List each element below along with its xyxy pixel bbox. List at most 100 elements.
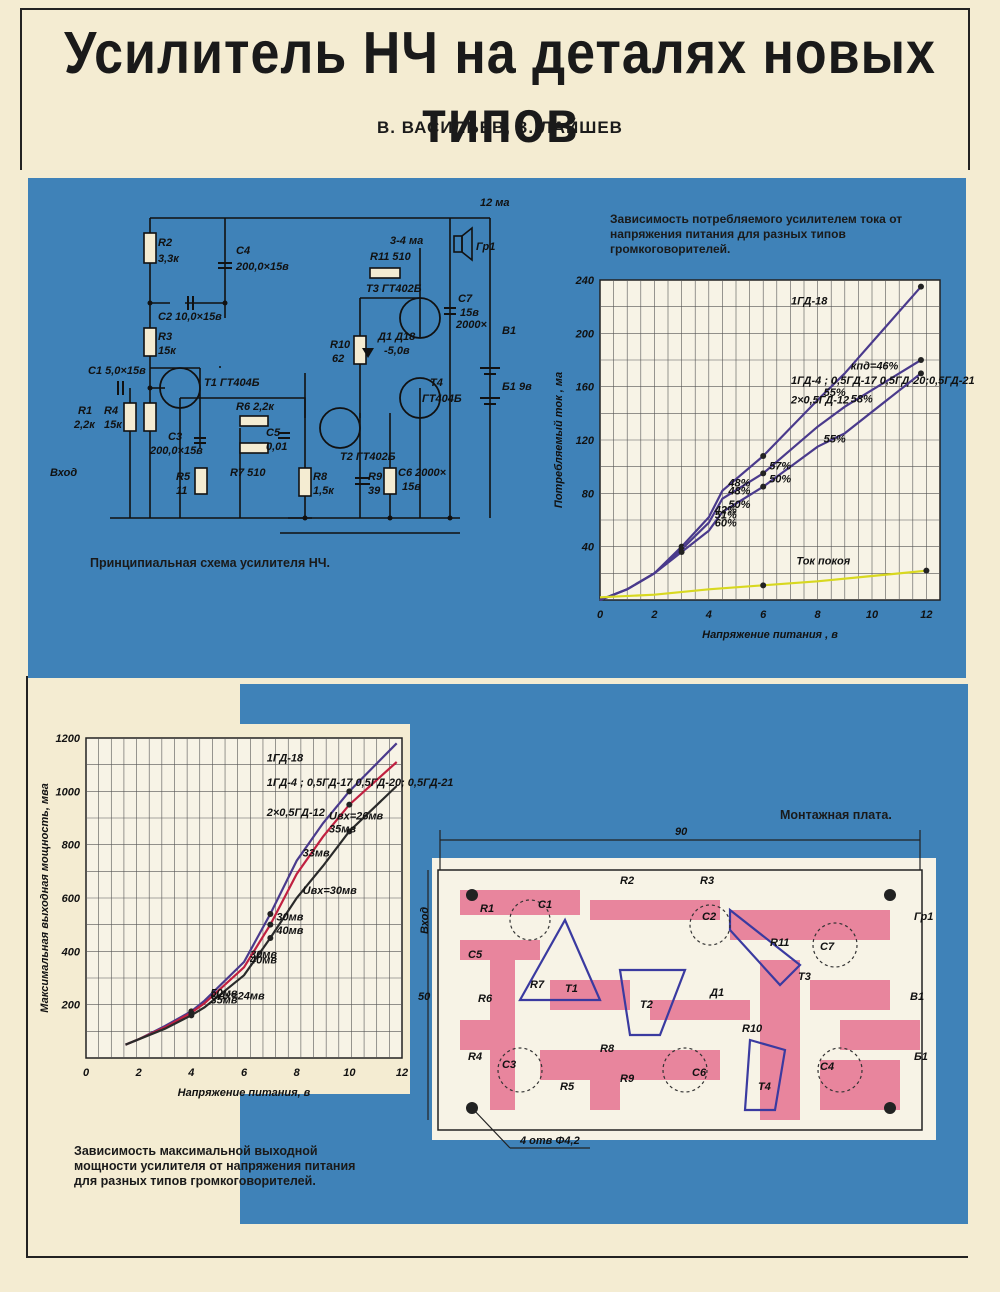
label-r11: R11 510 xyxy=(370,251,412,263)
y-tick-label: 200 xyxy=(61,1000,81,1012)
x-tick-label: 6 xyxy=(241,1067,248,1079)
label-c6: C6 2000× xyxy=(398,467,447,479)
label-r4-value: 15к xyxy=(104,419,123,431)
y-tick-label: 600 xyxy=(62,893,81,905)
current-chart-caption: Зависимость потребляемого усилителем ток… xyxy=(610,212,903,256)
annotation: 48% xyxy=(727,478,750,490)
data-point xyxy=(346,801,353,808)
board-label-t4: T4 xyxy=(758,1081,771,1093)
data-point xyxy=(917,370,924,377)
label-t2: T2 ГТ402Б xyxy=(340,451,396,463)
series-label: 2×0,5ГД-12 xyxy=(790,394,849,406)
x-tick-label: 8 xyxy=(294,1067,301,1079)
y-tick-label: 80 xyxy=(582,488,595,500)
y-tick-label: 200 xyxy=(575,328,595,340)
data-point xyxy=(923,567,930,574)
board-input: Вход xyxy=(419,907,431,934)
series-label: Ток покоя xyxy=(796,556,850,568)
schematic-caption: Принципиальная схема усилителя НЧ. xyxy=(90,556,330,570)
board-label-battery: Б1 xyxy=(914,1051,928,1063)
annotation: 57% xyxy=(769,460,791,472)
board-label-r9: R9 xyxy=(620,1073,635,1085)
x-axis-label: Напряжение питания, в xyxy=(178,1087,311,1099)
data-point xyxy=(760,453,767,459)
data-point xyxy=(760,470,767,477)
label-c2: C2 10,0×15в xyxy=(158,311,222,323)
board-label-c4: C4 xyxy=(820,1061,834,1073)
label-current-12: 12 ма xyxy=(480,197,510,209)
label-r10-value: 62 xyxy=(332,353,344,365)
y-axis-label: Максимальная выходная мощность, мва xyxy=(39,783,51,1012)
board-label-t1: T1 xyxy=(565,983,578,995)
annotation: Uвх=30мв xyxy=(303,885,358,897)
label-d1: Д1 Д18 xyxy=(377,331,416,343)
board-label-c1: C1 xyxy=(538,899,552,911)
label-r5: R5 xyxy=(176,471,191,483)
label-r4: R4 xyxy=(104,405,118,417)
board-label-r1: R1 xyxy=(480,903,494,915)
x-tick-label: 2 xyxy=(650,609,657,621)
y-tick-label: 1000 xyxy=(56,786,81,798)
board-label-r5: R5 xyxy=(560,1081,575,1093)
label-d1-value: -5,0в xyxy=(384,345,410,357)
y-tick-label: 120 xyxy=(576,435,595,447)
x-tick-label: 4 xyxy=(705,609,712,621)
board-label-b1: В1 xyxy=(910,991,924,1003)
label-r2: R2 xyxy=(158,237,172,249)
label-r5-value: 11 xyxy=(176,485,187,497)
label-r7: R7 510 xyxy=(230,467,266,479)
annotation: 51% xyxy=(715,510,737,522)
label-c4-value: 200,0×15в xyxy=(235,261,289,273)
label-c4: C4 xyxy=(236,245,250,257)
series-label: 1ГД-18 xyxy=(267,752,304,764)
board-label-r8: R8 xyxy=(600,1043,615,1055)
annotation: 30мв xyxy=(276,912,303,924)
board-label-gr1: Гр1 xyxy=(914,911,933,923)
y-axis-label: Потребляемый ток , ма xyxy=(553,372,565,508)
data-point xyxy=(267,911,274,917)
y-tick-label: 800 xyxy=(62,840,81,852)
label-t4-value: ГТ404Б xyxy=(422,393,462,405)
board-label-c7: C7 xyxy=(820,941,835,953)
label-r1: R1 xyxy=(78,405,92,417)
series-line xyxy=(599,372,922,602)
annotation: 35мв xyxy=(329,824,356,836)
x-tick-label: 12 xyxy=(920,609,932,621)
label-t3: T3 ГТ402Б xyxy=(366,283,422,295)
annotation: 58% xyxy=(851,394,873,406)
page-frame xyxy=(20,8,970,170)
annotation: 33мв xyxy=(303,848,330,860)
board-label-c2: C2 xyxy=(702,911,716,923)
label-c7-value: 2000× xyxy=(455,319,487,331)
label-r3-value: 15к xyxy=(158,345,177,357)
annotation: 50% xyxy=(769,474,791,486)
label-current-3-4: 3-4 ма xyxy=(390,235,423,247)
y-tick-label: 1200 xyxy=(56,733,81,745)
x-tick-label: 10 xyxy=(866,609,879,621)
board-width: 90 xyxy=(675,826,688,838)
x-axis-label: Напряжение питания , в xyxy=(702,629,838,641)
board-label-c3: C3 xyxy=(502,1059,516,1071)
label-r9: R9 xyxy=(368,471,383,483)
series-line xyxy=(125,785,398,1046)
board-label-r7: R7 xyxy=(530,979,545,991)
label-gr1: Гр1 xyxy=(476,241,495,253)
data-point xyxy=(267,935,274,941)
data-point xyxy=(917,357,924,363)
data-point xyxy=(760,483,767,490)
board-label-c6: C6 xyxy=(692,1067,707,1079)
y-tick-label: 40 xyxy=(581,542,595,554)
annotation: 40мв xyxy=(275,925,303,937)
board-label-c5: C5 xyxy=(468,949,483,961)
data-point xyxy=(346,788,353,795)
bottom-frame xyxy=(26,676,968,1258)
board-label-r2: R2 xyxy=(620,875,634,887)
y-tick-label: 160 xyxy=(576,382,595,394)
label-c5-value: 0,01 xyxy=(266,441,287,453)
x-tick-label: 2 xyxy=(135,1067,142,1079)
board-holes: 4 отв Φ4,2 xyxy=(519,1135,580,1147)
annotation: 50% xyxy=(728,499,750,511)
annotation: 48% xyxy=(727,486,750,498)
